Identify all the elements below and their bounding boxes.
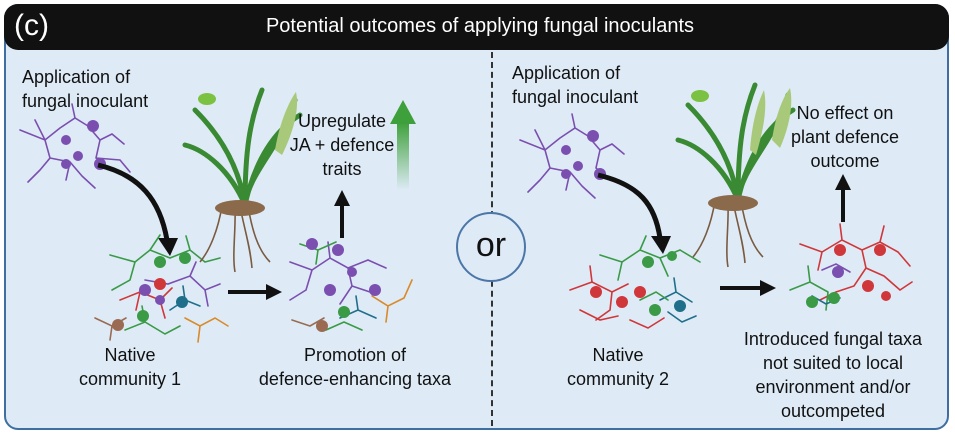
promotion-line2: defence-enhancing taxa <box>258 369 452 389</box>
inoculant-arrowhead-right <box>651 236 671 254</box>
no-effect-line3: outcome <box>810 151 880 171</box>
native-1-line1: Native <box>104 345 156 365</box>
or-circle <box>456 212 526 282</box>
community-arrowhead-right <box>760 280 776 296</box>
upregulate-arrowhead <box>334 190 350 206</box>
no-effect-arrowhead <box>835 174 851 190</box>
left-application-line2: fungal inoculant <box>22 91 149 111</box>
increase-arrow-shaft <box>397 122 409 190</box>
no-effect-line2: plant defence <box>790 127 900 147</box>
plant-icon-right <box>675 82 796 268</box>
panel-letter: (c) <box>14 9 49 42</box>
native-1-line2: community 1 <box>78 369 182 389</box>
title-bar <box>4 4 949 50</box>
introduced-line3: environment and/or <box>755 377 911 397</box>
introduced-line2: not suited to local <box>762 353 904 373</box>
no-effect-line1: No effect on <box>796 103 894 123</box>
panel-title: Potential outcomes of applying fungal in… <box>265 15 695 37</box>
right-application-line2: fungal inoculant <box>512 87 639 107</box>
inoculant-fungus-icon-right <box>519 113 625 199</box>
inoculant-fungus-icon <box>19 103 131 189</box>
outcompeted-community-fungi <box>789 223 913 311</box>
introduced-line4: outcompeted <box>780 401 886 421</box>
inoculant-arrow-left <box>97 162 170 241</box>
inoculant-arrowhead-left <box>158 238 178 256</box>
upregulate-line1: Upregulate <box>297 111 387 131</box>
native-2-line1: Native <box>592 345 644 365</box>
or-label: or <box>475 226 507 264</box>
community-arrowhead-left <box>266 284 282 300</box>
upregulate-line3: traits <box>322 159 362 179</box>
introduced-line1: Introduced fungal taxa <box>743 329 923 349</box>
inoculant-arrow-right <box>597 172 663 239</box>
promotion-line1: Promotion of <box>303 345 407 365</box>
native-community-2-fungi <box>569 235 701 329</box>
native-2-line2: community 2 <box>566 369 670 389</box>
left-application-line1: Application of <box>22 67 131 87</box>
native-community-1-fungi <box>94 234 229 343</box>
promoted-community-fungi <box>289 238 413 332</box>
increase-arrowhead <box>390 100 416 124</box>
plant-icon <box>182 87 303 273</box>
right-application-line1: Application of <box>512 63 621 83</box>
upregulate-line2: JA + defence <box>289 135 395 155</box>
